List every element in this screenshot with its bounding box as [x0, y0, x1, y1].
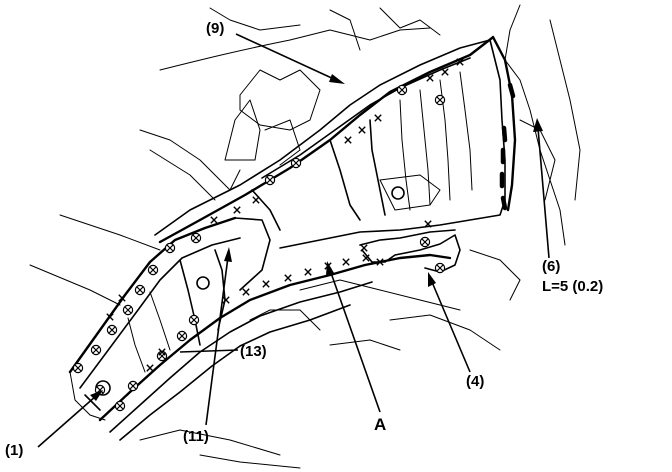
- callout-part-11: (11): [183, 428, 209, 445]
- callout-part-9: (9): [206, 20, 225, 37]
- callout-part-4: (4): [466, 373, 485, 390]
- callout-part-6: (6): [542, 258, 561, 275]
- front-side-frame: [68, 216, 461, 441]
- upper-rail-panel: [154, 35, 517, 249]
- mig-braze-marks: [499, 82, 516, 211]
- callout-view-a: A: [374, 415, 387, 434]
- leader-lines: [37, 33, 550, 448]
- callout-part-1: (1): [5, 442, 24, 459]
- plug-weld-icons: [106, 58, 464, 372]
- callout-spec-6: L=5 (0.2): [542, 278, 604, 295]
- callout-part-13: (13): [240, 343, 267, 360]
- background-body-structure: [29, 4, 581, 469]
